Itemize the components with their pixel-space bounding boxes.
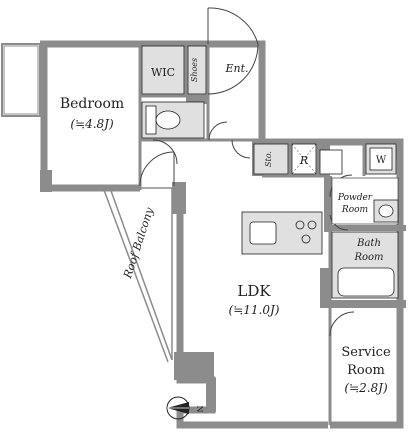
powder-room-label-2: Room: [341, 205, 368, 215]
small-cabinet: [319, 149, 343, 175]
ldk-size: (≒11.0J): [229, 303, 280, 317]
bedroom-label: Bedroom: [60, 96, 124, 112]
service-room-label-1: Service: [341, 345, 391, 360]
bedroom-size: (≒4.8J): [70, 117, 114, 131]
entrance-label: Ent.: [224, 62, 248, 75]
bath-room-label-2: Room: [353, 252, 383, 263]
door-arcs: [139, 121, 355, 337]
service-room-label-2: Room: [347, 363, 385, 378]
kitchen-counter: [241, 211, 323, 255]
refrigerator-area: [291, 143, 317, 175]
bath-room-label-1: Bath: [356, 238, 381, 249]
bath-room-area: [331, 231, 399, 299]
refrigerator-label: R: [299, 154, 308, 167]
powder-room-label-1: Powder: [337, 193, 373, 203]
service-room-size: (≒2.8J): [344, 381, 388, 395]
wic-area: [141, 45, 185, 95]
washer-area: [365, 143, 397, 175]
entrance-doors: [207, 7, 259, 95]
shoes-cabinet: [187, 45, 207, 95]
storage-area: [253, 143, 289, 175]
ldk-label: LDK: [237, 282, 271, 300]
toilet-area: [141, 101, 205, 139]
wic-label: WIC: [151, 66, 175, 79]
balcony-left: [1, 43, 41, 117]
shoes-label: Shoes: [190, 58, 199, 82]
compass-label: N: [195, 406, 204, 413]
washer-label: W: [376, 155, 387, 166]
north-compass-icon: [166, 396, 190, 420]
roof-balcony-outline: [103, 187, 173, 363]
storage-label: Sto.: [264, 151, 273, 167]
powder-room-area: [331, 177, 399, 225]
